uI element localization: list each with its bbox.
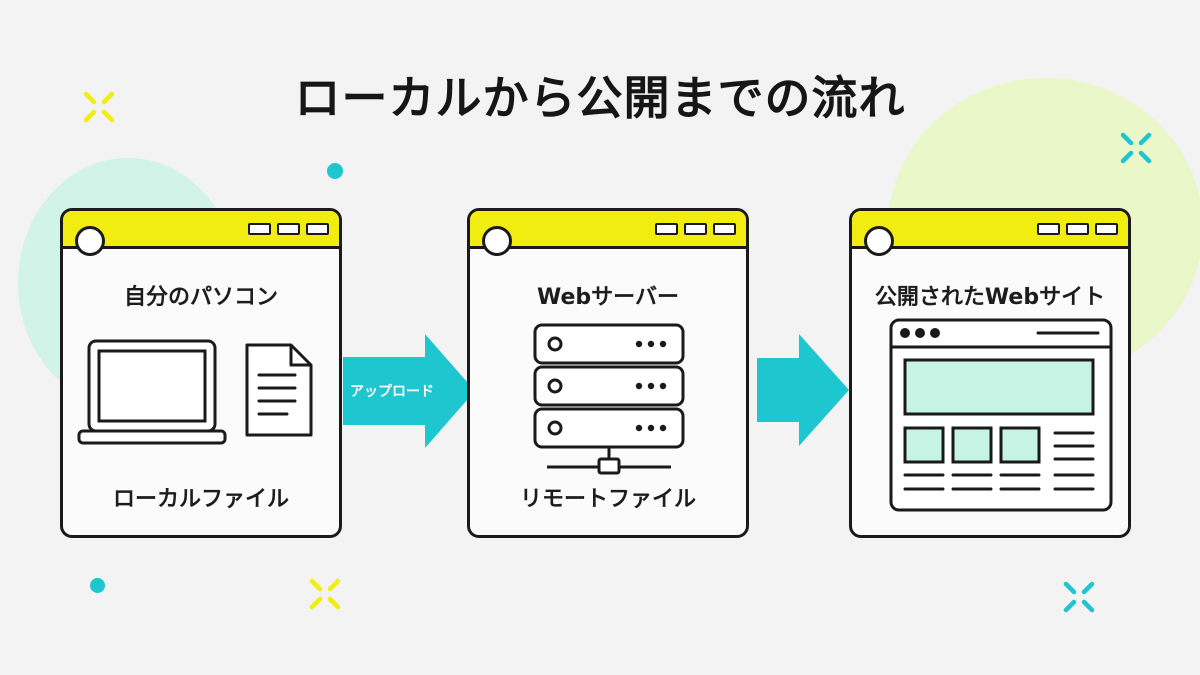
website-icon xyxy=(889,318,1113,512)
window-button-icon xyxy=(713,223,736,235)
window-button-icon xyxy=(277,223,300,235)
window-button-icon xyxy=(684,223,707,235)
window-circle-icon xyxy=(75,226,105,256)
window-controls xyxy=(655,223,736,235)
sparkle-icon xyxy=(1120,132,1152,164)
window-button-icon xyxy=(655,223,678,235)
decor-dot xyxy=(90,578,105,593)
window-button-icon xyxy=(1066,223,1089,235)
laptop-icon xyxy=(77,339,227,445)
document-icon xyxy=(245,343,313,437)
window-controls xyxy=(248,223,329,235)
upload-arrow-label: アップロード xyxy=(350,384,434,400)
step-caption: リモートファイル xyxy=(519,487,696,512)
step-card-published-website: 公開されたWebサイト xyxy=(849,208,1131,538)
window-button-icon xyxy=(1095,223,1118,235)
step-caption: ローカルファイル xyxy=(112,487,289,512)
step-title: Webサーバー xyxy=(537,285,679,310)
step-title: 公開されたWebサイト xyxy=(874,285,1106,310)
publish-arrow-icon xyxy=(757,334,849,446)
window-button-icon xyxy=(248,223,271,235)
step-card-web-server: Webサーバー リモートファイル xyxy=(467,208,749,538)
window-circle-icon xyxy=(482,226,512,256)
step-card-local-pc: 自分のパソコン ローカルファイル xyxy=(60,208,342,538)
window-circle-icon xyxy=(864,226,894,256)
window-controls xyxy=(1037,223,1118,235)
decor-dot xyxy=(327,163,343,179)
window-button-icon xyxy=(1037,223,1060,235)
sparkle-icon xyxy=(1063,581,1095,613)
page-title: ローカルから公開までの流れ xyxy=(294,71,906,125)
sparkle-icon xyxy=(309,578,341,610)
window-button-icon xyxy=(306,223,329,235)
sparkle-icon xyxy=(83,91,115,123)
upload-arrow-icon xyxy=(343,334,475,448)
step-title: 自分のパソコン xyxy=(123,285,278,310)
server-icon xyxy=(533,323,685,475)
